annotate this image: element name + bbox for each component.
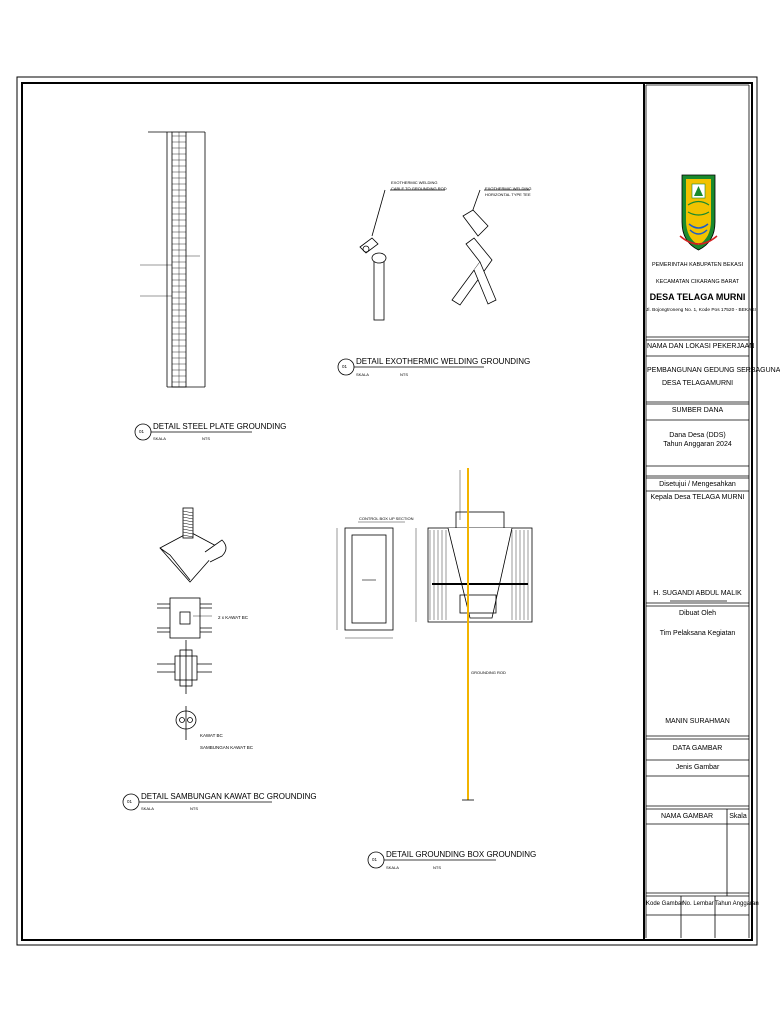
inner-frame <box>21 82 753 941</box>
fund-line-2: Tahun Anggaran 2024 <box>663 441 732 448</box>
approval-header: Disetujui / Mengesahkan <box>659 481 736 488</box>
detail-4-number: 01 <box>372 857 378 862</box>
gov-line-1: PEMERINTAH KABUPATEN BEKASI <box>651 262 744 268</box>
detail-tags <box>122 358 496 869</box>
detail-3-scale-label: SKALA <box>141 806 154 811</box>
exothermic-welding-drawing <box>359 189 530 321</box>
detail-3-scale-value: NTS <box>190 806 198 811</box>
budget-year: Tahun Anggaran <box>715 901 759 907</box>
project-header: NAMA DAN LOKASI PEKERJAAN <box>647 343 755 350</box>
data-header: DATA GAMBAR <box>672 745 723 752</box>
detail-4-scale-value: NTS <box>433 865 441 870</box>
detail-2-scale-label: SKALA <box>356 372 369 377</box>
project-line-2: DESA TELAGAMURNI <box>661 380 734 387</box>
detail-4-scale-label: SKALA <box>386 865 399 870</box>
kawat-bc-2x-note: 2 x KAWAT BC <box>218 615 249 620</box>
village-address: Jl. Bojongtroneng No. 1, Kode Pos 17520 … <box>646 308 756 313</box>
approval-role: Kepala Desa TELAGA MURNI <box>650 494 745 501</box>
steel-plate-drawing <box>140 131 206 388</box>
bekasi-seal-icon <box>679 174 718 251</box>
kawat-bc-joint-drawing <box>157 507 227 740</box>
exo-rod-note-2: CABLE TO GROUNDING ROD <box>391 186 447 191</box>
village-name: DESA TELAGA MURNI <box>649 292 746 302</box>
approval-name: H. SUGANDI ABDUL MALIK <box>653 590 742 597</box>
drawing-name: NAMA GAMBAR <box>660 813 714 820</box>
detail-3-title: DETAIL SAMBUNGAN KAWAT BC GROUNDING <box>141 792 317 801</box>
scale-header: Skala <box>729 813 747 820</box>
exo-tee-note-2: HORIZONTAL TYPE TEE <box>485 192 531 197</box>
kawat-bc-note: KAWAT BC <box>200 733 223 738</box>
fund-header: SUMBER DANA <box>671 407 724 414</box>
titleblock-grid <box>645 84 750 938</box>
grounding-rod-note: GROUNDING ROD <box>471 670 506 675</box>
made-by-team: Tim Pelaksana Kegiatan <box>659 630 736 637</box>
detail-1-scale-value: NTS <box>202 436 210 441</box>
detail-2-scale-value: NTS <box>400 372 408 377</box>
detail-3-number: 01 <box>127 799 133 804</box>
detail-2-title: DETAIL EXOTHERMIC WELDING GROUNDING <box>356 357 531 366</box>
project-line-1: PEMBANGUNAN GEDUNG SERBAGUNA <box>647 367 780 374</box>
made-by-name: MANIN SURAHMAN <box>665 718 730 725</box>
detail-1-scale-label: SKALA <box>153 436 166 441</box>
detail-1-title: DETAIL STEEL PLATE GROUNDING <box>153 422 287 431</box>
detail-2-number: 01 <box>342 364 348 369</box>
grounding-box-drawing <box>336 468 533 801</box>
exo-rod-note-1: EXOTHERMIC WELDING <box>391 180 438 185</box>
outer-frame <box>16 76 758 946</box>
drawing-code: Kode Gambar <box>646 901 684 907</box>
sheet-number: No. Lembar <box>682 901 714 907</box>
detail-4-title: DETAIL GROUNDING BOX GROUNDING <box>386 850 537 859</box>
fund-line-1: Dana Desa (DDS) <box>669 432 726 439</box>
detail-1-number: 01 <box>139 429 145 434</box>
made-by-header: Dibuat Oleh <box>679 610 716 617</box>
exo-tee-note-1: EXOTHERMIC WELDING <box>485 186 532 191</box>
sambungan-note: SAMBUNGAN KAWAT BC <box>200 745 254 750</box>
drawing-type: Jenis Gambar <box>675 764 720 771</box>
control-box-note: CONTROL BOX UP SECTION <box>359 516 414 521</box>
gov-line-2: KECAMATAN CIKARANG BARAT <box>655 279 740 285</box>
